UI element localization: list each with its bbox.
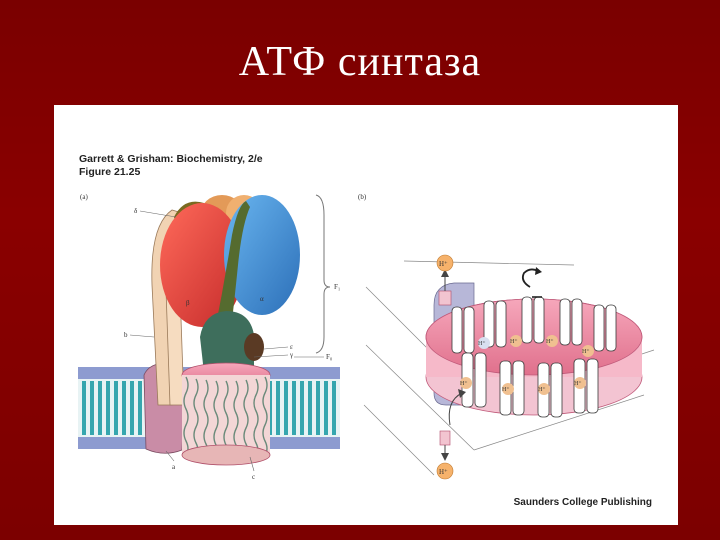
alpha-label: α — [260, 295, 264, 303]
atp-synthase-illustration: (a) (b) — [78, 193, 655, 481]
svg-text:H⁺: H⁺ — [502, 386, 510, 393]
figure-caption-number: Figure 21.25 — [79, 166, 141, 178]
gamma-subunit — [200, 311, 254, 378]
proton-badges: H⁺ H⁺ H⁺ H⁺ H⁺ H⁺ H⁺ H⁺ — [460, 335, 594, 395]
proton-bottom-label: H⁺ — [439, 468, 448, 476]
svg-text:H⁺: H⁺ — [478, 340, 486, 347]
f1-label: F₁ — [334, 283, 340, 291]
panel-b-label: (b) — [358, 193, 367, 201]
panel-a: F₁ β α ε γ F₀ — [78, 194, 340, 481]
svg-text:H⁺: H⁺ — [582, 348, 590, 355]
fo-label: F₀ — [326, 353, 333, 361]
svg-text:H⁺: H⁺ — [510, 338, 518, 345]
panel-b: H⁺ H⁺ H⁺ H⁺ H⁺ H⁺ H⁺ H⁺ H⁺ — [363, 254, 655, 480]
svg-text:H⁺: H⁺ — [460, 380, 468, 387]
rotation-arrow-icon — [521, 268, 539, 288]
proton-bottom-icon — [436, 462, 454, 480]
proton-top-icon — [436, 254, 454, 272]
panel-a-label: (a) — [80, 193, 88, 201]
helix-row-back — [451, 296, 617, 354]
publisher-credit: Saunders College Publishing — [513, 497, 652, 508]
slide-title: АТФ синтаза — [238, 39, 482, 85]
svg-text:H⁺: H⁺ — [538, 386, 546, 393]
proton-top-label: H⁺ — [439, 260, 448, 268]
beta-label: β — [186, 299, 190, 307]
b-label: b — [124, 331, 128, 339]
svg-text:H⁺: H⁺ — [574, 380, 582, 387]
svg-text:H⁺: H⁺ — [546, 338, 554, 345]
epsilon-label: ε — [290, 343, 293, 351]
atp-synthase-figure: Garrett & Grisham: Biochemistry, 2/e Fig… — [54, 105, 678, 525]
epsilon-subunit — [244, 333, 264, 361]
c-label: c — [252, 473, 255, 481]
a-label: a — [172, 463, 176, 471]
gamma-label: γ — [289, 351, 293, 359]
figure-caption-source: Garrett & Grisham: Biochemistry, 2/e — [79, 153, 263, 165]
delta-label: δ — [134, 207, 138, 215]
c-ring-a — [181, 362, 271, 466]
